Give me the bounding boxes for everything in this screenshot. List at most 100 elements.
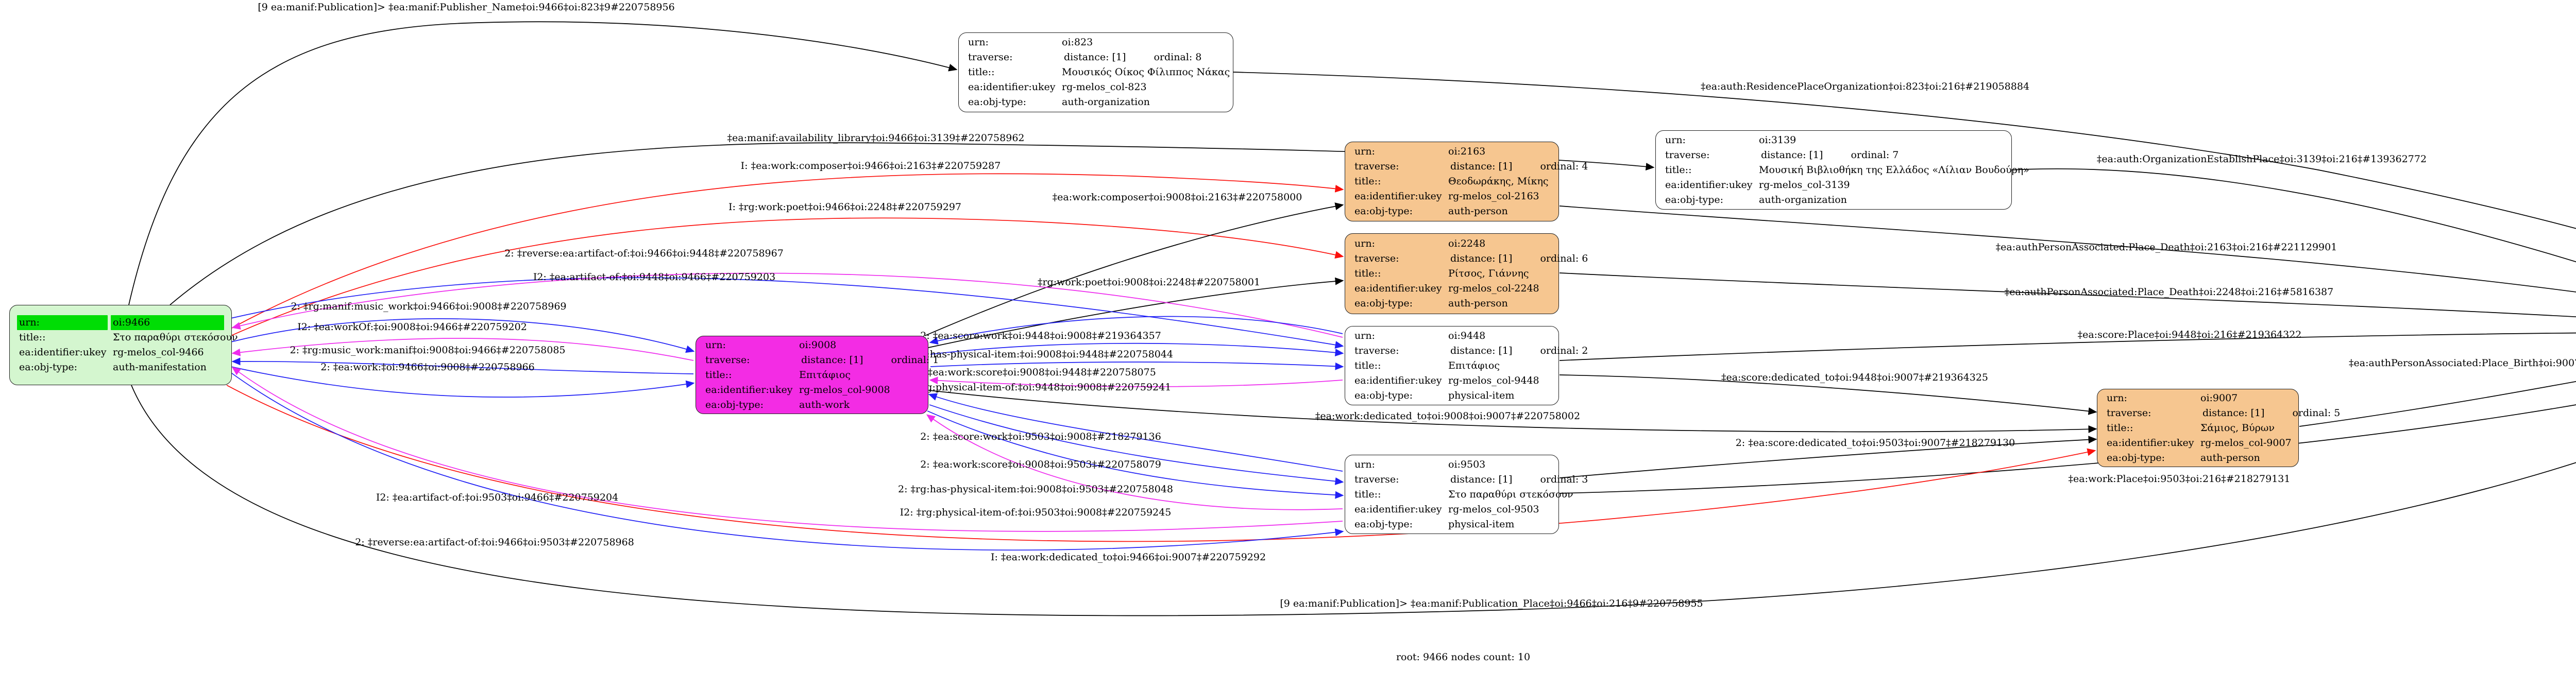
node-traverse-value: distance: [1]ordinal: 7	[1757, 148, 2004, 163]
node-field-label: urn:	[1354, 238, 1375, 249]
node-ordinal-value: ordinal: 1	[891, 354, 939, 366]
edge-label: I: ‡rg:work:poet‡oi:9466‡oi:2248‡#220759…	[728, 201, 962, 213]
node-field-label: ea:obj-type:	[1354, 518, 1413, 530]
node-title-value: Θεοδωράκης, Μίκης	[1448, 176, 1549, 187]
graph-root-summary: root: 9466 nodes count: 10	[1396, 651, 1531, 663]
node-field-label: ea:obj-type:	[1665, 194, 1724, 205]
node-ordinal-value: ordinal: 7	[1851, 149, 1899, 161]
node-field-label: ea:identifier:ukey	[1354, 283, 1442, 294]
edge-17	[226, 385, 2096, 542]
node-title-value: Ρίτσος, Γιάννης	[1448, 268, 1529, 279]
edge-18	[230, 277, 1344, 349]
node-distance-value: distance: [1]	[1450, 473, 1513, 485]
node-objtype-value: physical-item	[1448, 518, 1515, 530]
node-urn-value: oi:9503	[1448, 458, 1486, 470]
node-traverse-value: distance: [1] ordinal: 8	[1060, 50, 1226, 65]
edge-28	[928, 393, 1343, 472]
node-traverse-value: distance: [1]ordinal: 3	[1446, 472, 1592, 487]
edge-label: ‡ea:score:dedicated_to‡oi:9448‡oi:9007‡#…	[1721, 372, 1989, 383]
edge-27	[929, 376, 1343, 387]
node-ukey-value: rg-melos_col-9007	[2200, 437, 2292, 449]
edge-3	[230, 217, 1344, 336]
edge-label: ‡ea:work:dedicated_to‡oi:9008‡oi:9007‡#2…	[1315, 410, 1581, 422]
edge-21	[231, 338, 694, 361]
edge-label: ‡ea:work:Place‡oi:9503‡oi:216‡#218279131	[2068, 473, 2291, 485]
node-field-label: ea:identifier:ukey	[2107, 437, 2194, 449]
node-title-value: Επιτάφιος	[1448, 359, 1500, 371]
node-distance-value: distance: [1]	[1064, 51, 1126, 63]
node-ordinal-value: ordinal: 5	[2292, 407, 2341, 419]
node-title-value: Μουσικός Οίκος Φίλιππος Νάκας	[1062, 66, 1230, 78]
edge-label: ‡ea:manif:availability_library‡oi:9466‡o…	[727, 132, 1025, 144]
edge-22	[231, 357, 694, 374]
edge-label: ‡ea:authPersonAssociated:Place_Birth‡oi:…	[2349, 357, 2576, 369]
node-field-label: urn:	[2107, 392, 2127, 404]
edge-7	[2011, 168, 2576, 263]
edge-label: 2: ‡rg:manif:music_work‡oi:9466‡oi:9008‡…	[291, 301, 567, 312]
edge-24	[929, 316, 1343, 345]
node-ukey-value: rg-melos_col-2248	[1448, 283, 1539, 294]
edge-label: 2: ‡rg:has-physical-item:‡oi:9008‡oi:944…	[898, 349, 1173, 360]
node-traverse-value: distance: [1]ordinal: 1	[797, 353, 943, 368]
node-title-value: Στο παραθύρι στεκόσουν	[113, 332, 238, 343]
node-field-label: traverse:	[1354, 345, 1399, 356]
node-field-label: title::	[19, 332, 46, 343]
edge-29	[929, 404, 1344, 485]
node-ordinal-value: ordinal: 2	[1540, 345, 1588, 356]
edge-label: [9 ea:manif:Publication]> ‡ea:manif:Publ…	[1280, 598, 1703, 609]
node-field-label: title::	[1354, 176, 1381, 187]
node-ukey-value: rg-melos_col-9448	[1448, 374, 1539, 386]
node-field-label: ea:identifier:ukey	[968, 81, 1056, 93]
node-field-label: ea:identifier:ukey	[1354, 374, 1442, 386]
edge-0	[128, 21, 958, 305]
edge-14	[1559, 404, 2576, 494]
node-urn-value: oi:9466	[111, 315, 224, 330]
node-field-label: urn:	[1665, 134, 1686, 146]
node-ordinal-value: ordinal: 8	[1154, 51, 1202, 63]
node-urn-value: oi:9007	[2200, 392, 2238, 404]
node-title-value: Στο παραθύρι στεκόσουν	[1448, 488, 1573, 500]
node-field-label: urn:	[1354, 330, 1375, 341]
node-field-label: traverse:	[1354, 253, 1399, 264]
node-field-label: urn:	[1354, 458, 1375, 470]
edge-label: 2: ‡ea:score:work‡oi:9503‡oi:9008‡#21827…	[920, 431, 1161, 442]
node-urn-value: oi:9448	[1448, 330, 1486, 341]
node-field-label: title::	[2107, 422, 2133, 434]
node-field-label: ea:identifier:ukey	[1354, 503, 1442, 515]
node-field-label: ea:obj-type:	[19, 362, 78, 373]
node-urn-value: oi:2248	[1448, 238, 1486, 249]
node-traverse-value: distance: [1]ordinal: 4	[1446, 159, 1592, 174]
node-ukey-value: rg-melos_col-823	[1062, 81, 1147, 93]
edge-label: 2: ‡ea:score:work‡oi:9448‡oi:9008‡#21936…	[920, 330, 1161, 341]
node-field-label: ea:obj-type:	[1354, 298, 1413, 309]
node-distance-value: distance: [1]	[1450, 253, 1513, 264]
edge-12	[928, 390, 2097, 433]
node-field-label: traverse:	[1354, 473, 1399, 485]
node-ukey-value: rg-melos_col-9466	[113, 347, 204, 358]
edge-label: I: ‡ea:work:composer‡oi:9466‡oi:2163‡#22…	[740, 160, 1001, 171]
edge-label: I2: ‡ea:artifact-of:‡oi:9503‡oi:9466‡#22…	[376, 492, 619, 503]
node-field-label: urn:	[705, 339, 726, 351]
node-objtype-value: auth-person	[1448, 205, 1508, 217]
edge-label: ‡ea:authPersonAssociated:Place_Death‡oi:…	[2004, 286, 2334, 298]
node-objtype-value: auth-person	[2200, 452, 2260, 463]
edge-23	[230, 366, 695, 398]
node-field-label: ea:obj-type:	[2107, 452, 2165, 463]
node-field-label: title::	[1354, 268, 1381, 279]
edge-label: 2: ‡rg:has-physical-item:‡oi:9008‡oi:950…	[898, 484, 1173, 495]
edge-label: 2: ‡reverse:ea:artifact-of:‡oi:9466‡oi:9…	[355, 537, 634, 548]
node-title-value: Μουσική Βιβλιοθήκη της Ελλάδος «Λίλιαν Β…	[1759, 164, 2029, 176]
node-traverse-value: distance: [1]ordinal: 5	[2198, 406, 2344, 421]
node-field-label: urn:	[1354, 146, 1375, 157]
node-field-label: traverse:	[968, 51, 1013, 63]
